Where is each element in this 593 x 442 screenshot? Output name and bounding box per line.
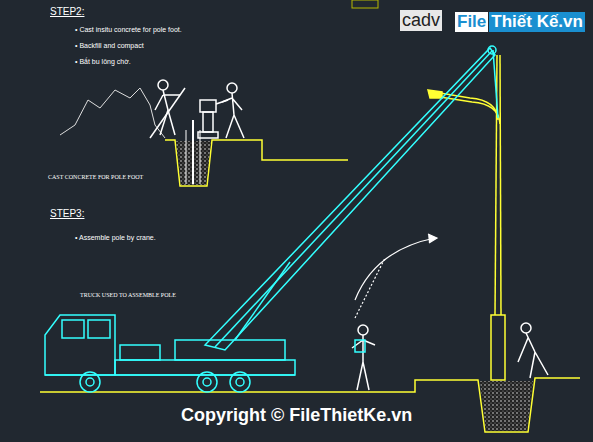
step-note: • Bắt bu lông chờ. bbox=[75, 58, 131, 65]
ground-step3 bbox=[40, 378, 580, 432]
worker-figure bbox=[150, 80, 185, 138]
step-note: • Assemble pole by crane. bbox=[75, 234, 156, 241]
anchor-bolt bbox=[186, 130, 187, 184]
lighting-pole bbox=[428, 55, 505, 380]
worker-figure bbox=[222, 83, 244, 138]
step-heading: STEP3: bbox=[50, 208, 84, 219]
signaller-figure bbox=[352, 325, 375, 390]
watermark-logo: Thiết Kế.vn bbox=[489, 12, 585, 32]
watermark-logo: File bbox=[455, 12, 488, 32]
soil-heap bbox=[60, 88, 165, 138]
worker-figure bbox=[518, 323, 548, 378]
rotation-arrow bbox=[355, 234, 437, 318]
step-note: • Backfill and compact bbox=[75, 42, 144, 49]
frame-stub bbox=[352, 0, 378, 8]
step-note: • Cast insitu concrete for pole foot. bbox=[75, 26, 182, 33]
callout-label: TRUCK USED TO ASSEMBLE POLE bbox=[80, 292, 176, 298]
step-heading: STEP2: bbox=[50, 6, 84, 17]
callout-label: CAST CONCRETE FOR POLE FOOT bbox=[48, 174, 143, 180]
watermark: cadv bbox=[400, 10, 442, 31]
anchor-bolt bbox=[192, 120, 194, 184]
compactor bbox=[198, 100, 228, 138]
crane-truck bbox=[45, 315, 295, 392]
pole-foot bbox=[480, 381, 533, 431]
copyright-watermark: Copyright © FileThietKe.vn bbox=[181, 405, 412, 426]
crane-boom bbox=[205, 46, 498, 350]
